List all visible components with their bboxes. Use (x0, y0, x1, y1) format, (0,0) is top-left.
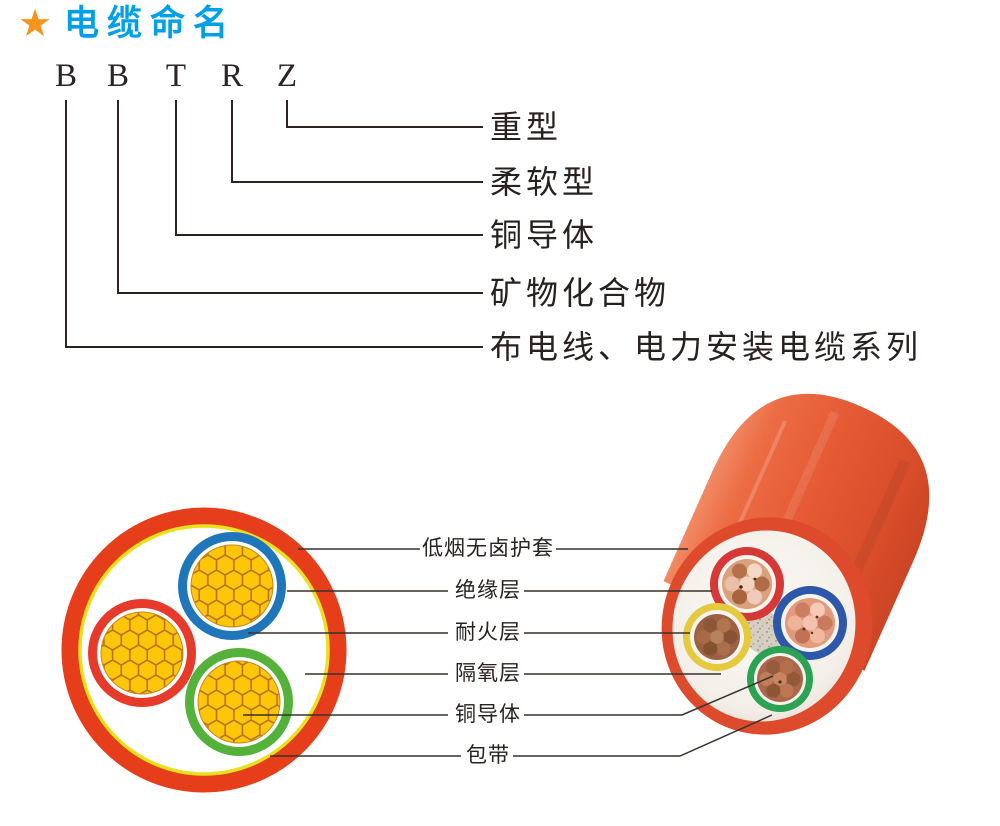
code-letter-b2: B (106, 58, 129, 94)
naming-line-z (286, 100, 483, 128)
layer-leader-lines (243, 548, 774, 757)
naming-meaning-b2: 矿物化合物 (490, 275, 671, 311)
naming-line-b2 (117, 100, 483, 294)
naming-line-r (231, 100, 483, 183)
layer-label-oxygen-barrier: 隔氧层 (455, 662, 521, 685)
conductor-green (185, 648, 293, 756)
layer-label-insulation: 绝缘层 (455, 579, 521, 602)
naming-line-t (175, 100, 483, 236)
code-letter-z: Z (276, 58, 298, 94)
core-green (747, 646, 813, 712)
naming-line-b1 (65, 100, 483, 348)
cable-3d-image (661, 393, 930, 735)
layer-label-fire-resistant: 耐火层 (455, 621, 521, 644)
leader-copper-right (524, 675, 774, 716)
code-letter-b1: B (54, 58, 77, 94)
naming-meaning-b1: 布电线、电力安装电缆系列 (490, 329, 923, 365)
naming-meaning-t: 铜导体 (490, 217, 599, 253)
naming-meaning-r: 柔软型 (490, 164, 599, 200)
outer-sheath-ring (61, 507, 347, 793)
code-letter-t: T (165, 58, 187, 94)
tape-ring (78, 524, 330, 776)
conductor-red (88, 599, 196, 707)
cable-cross-section-drawing (61, 507, 347, 793)
core-red (710, 547, 784, 621)
core-yellow (683, 603, 751, 671)
star-icon: ★ (18, 3, 53, 45)
naming-meaning-z: 重型 (490, 109, 563, 145)
code-letter-r: R (220, 58, 243, 94)
layer-label-copper-conductor: 铜导体 (455, 703, 521, 726)
core-blue (773, 586, 847, 660)
naming-connector-lines (65, 100, 483, 348)
conductor-blue (178, 532, 286, 640)
page-title: 电缆命名 (64, 4, 237, 43)
leader-tape-right (513, 714, 773, 757)
layer-label-sheath: 低烟无卤护套 (422, 537, 554, 560)
layer-label-tape: 包带 (466, 744, 510, 767)
